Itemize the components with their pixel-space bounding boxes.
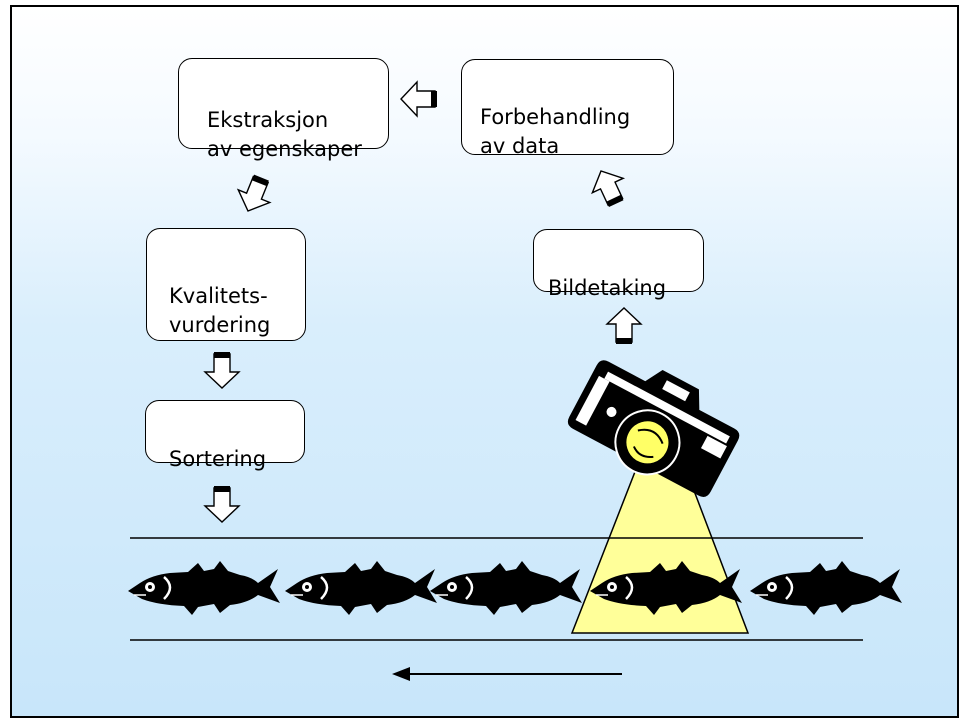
label-sortering: Sortering xyxy=(169,447,267,472)
diagram-frame: Ekstraksjon av egenskaper Forbehandling … xyxy=(10,5,959,718)
box-forbehandling: Forbehandling av data xyxy=(461,59,674,158)
box-sortering: Sortering xyxy=(145,400,305,471)
fish-icon xyxy=(126,559,282,617)
label-kvalitetsvurdering: Kvalitets- vurdering xyxy=(169,284,271,337)
box-bildetaking: Bildetaking xyxy=(533,229,704,300)
block-arrow-icon xyxy=(204,485,240,523)
box-ekstraksjon: Ekstraksjon av egenskaper xyxy=(178,58,389,161)
block-arrow-icon xyxy=(606,307,642,345)
block-arrow-icon xyxy=(204,351,240,389)
fish-icon xyxy=(748,559,904,617)
label-bildetaking: Bildetaking xyxy=(548,276,667,301)
diagram-art xyxy=(126,81,904,681)
direction-arrow-icon xyxy=(392,667,622,681)
block-arrow-icon xyxy=(231,170,278,219)
box-kvalitetsvurdering: Kvalitets- vurdering xyxy=(146,228,306,341)
camera-icon xyxy=(567,360,740,497)
fish-icon xyxy=(428,559,584,617)
label-ekstraksjon: Ekstraksjon av egenskaper xyxy=(207,108,362,161)
block-arrow-icon xyxy=(400,81,438,117)
label-forbehandling: Forbehandling av data xyxy=(480,105,631,158)
block-arrow-icon xyxy=(584,163,633,212)
fish-icon xyxy=(283,559,439,617)
